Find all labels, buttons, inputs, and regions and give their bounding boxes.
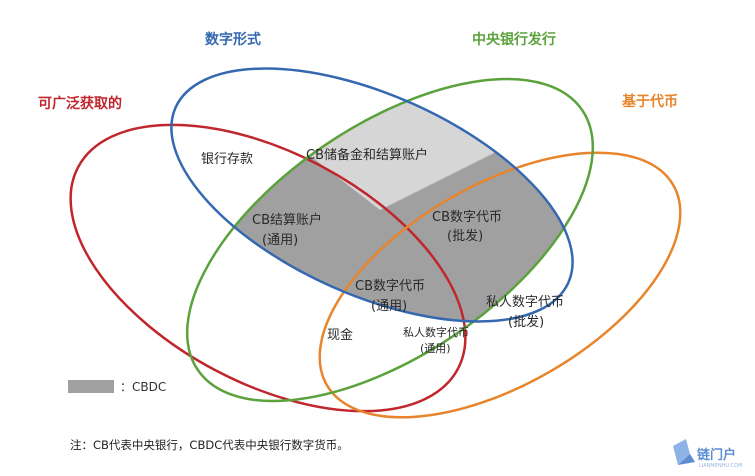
set-title-accessible: 可广泛获取的: [38, 95, 122, 112]
region-cb-digital-wholesale-line1: CB数字代币: [432, 210, 502, 225]
region-private-wholesale-line1: 私人数字代币: [486, 295, 564, 310]
region-private-wholesale-line2: (批发): [508, 314, 544, 330]
set-title-token: 基于代币: [622, 93, 678, 110]
watermark: 链门户 LIANMENHU.COM: [673, 439, 742, 469]
accessible-ellipse: [69, 123, 467, 413]
region-cb-digital-general-line1: CB数字代币: [355, 279, 425, 294]
region-private-general-line2: (通用): [420, 342, 451, 355]
region-bank-deposits: 银行存款: [201, 152, 253, 167]
region-cb-digital-general-line2: (通用): [371, 299, 407, 314]
region-private-general-line1: 私人数字代币: [403, 325, 469, 339]
legend-swatch: [68, 380, 114, 393]
region-cash: 现金: [327, 327, 353, 343]
set-title-central-bank: 中央银行发行: [472, 31, 556, 48]
legend-label: ：CBDC: [120, 380, 166, 394]
set-title-digital: 数字形式: [205, 31, 261, 48]
digital-ellipse: [170, 67, 574, 323]
token-ellipse: [318, 151, 682, 419]
footnote: 注：CB代表中央银行，CBDC代表中央银行数字货币。: [70, 438, 349, 452]
watermark-name: 链门户: [696, 447, 736, 463]
region-cb-digital-wholesale-line2: (批发): [447, 228, 483, 244]
region-cb-accounts-line2: (通用): [262, 233, 298, 248]
watermark-logo-icon: [673, 439, 695, 465]
watermark-sub: LIANMENHU.COM: [699, 463, 742, 469]
region-cb-reserves: CB储备金和结算账户: [306, 147, 428, 163]
region-cb-accounts-line1: CB结算账户: [252, 212, 322, 228]
central-bank-ellipse: [185, 77, 595, 403]
